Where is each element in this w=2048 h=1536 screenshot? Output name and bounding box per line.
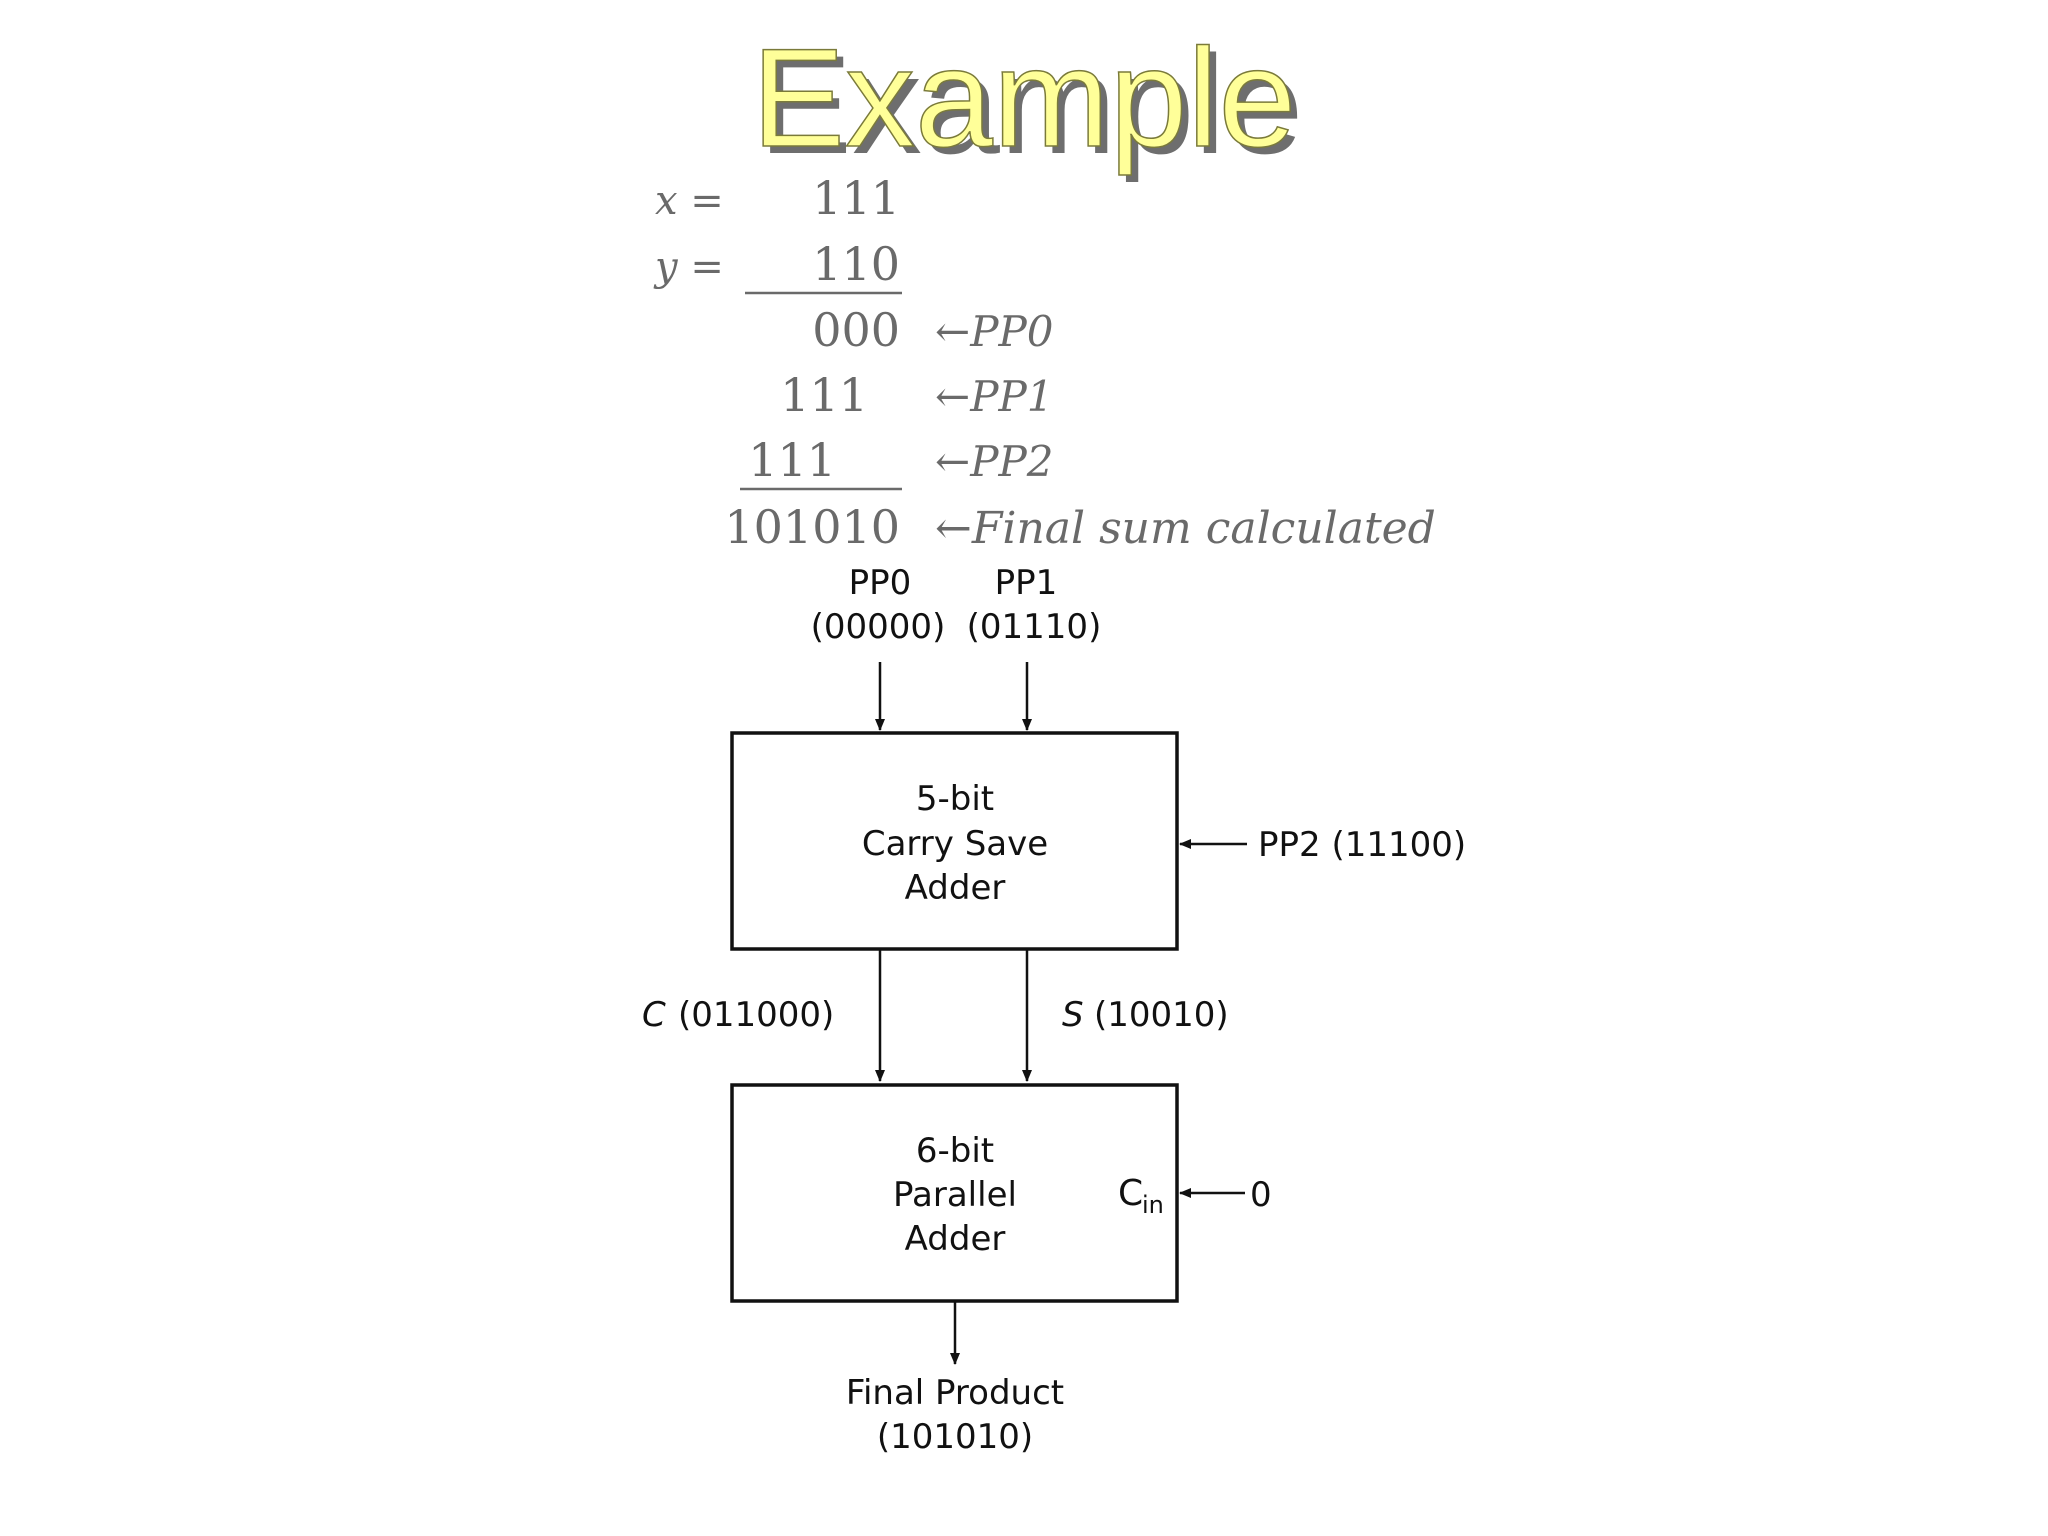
- final-product-value: (101010): [877, 1417, 1033, 1457]
- carry-in-symbol: C: [1118, 1173, 1143, 1214]
- csa-label-line1: 5-bit: [916, 779, 994, 819]
- pp2-annotation: ←PP2: [935, 437, 1053, 486]
- sum-symbol: S: [1062, 995, 1084, 1035]
- pp0-value: 000: [812, 303, 900, 357]
- csa-label-line2: Carry Save: [862, 824, 1048, 864]
- pp1-annotation: ←PP1: [935, 372, 1053, 421]
- y-value: 110: [812, 237, 900, 291]
- final-sum-value: 101010: [724, 500, 900, 554]
- pp1-value: 111: [780, 368, 868, 422]
- carry-save-adder-box: [730, 731, 1179, 951]
- sum-value: (10010): [1094, 995, 1229, 1035]
- final-product-label: Final Product: [846, 1373, 1064, 1413]
- carry-value: (011000): [678, 995, 834, 1035]
- pp2-input-label: PP2 (11100): [1258, 825, 1466, 865]
- long-multiplication: x = 111 y = 110 000 ←PP0 111 ←PP1 111 ←P…: [653, 171, 1436, 554]
- y-label: y =: [653, 244, 724, 290]
- pp0-annotation: ←PP0: [935, 307, 1053, 356]
- carry-symbol: C: [642, 995, 666, 1035]
- carry-in-value: 0: [1250, 1175, 1272, 1215]
- pa-label-line2: Parallel: [893, 1175, 1017, 1215]
- final-sum-annotation: ←Final sum calculated: [935, 503, 1436, 554]
- parallel-adder-box: [730, 1083, 1179, 1303]
- pp2-value: 111: [748, 433, 836, 487]
- pp0-input-label: PP0: [849, 563, 912, 603]
- slide-title: Example: [751, 19, 1297, 176]
- csa-label-line3: Adder: [905, 868, 1006, 908]
- adder-block-diagram: PP0 (00000) PP1 (01110) 5-bit Carry Save…: [642, 563, 1466, 1457]
- pa-label-line3: Adder: [905, 1219, 1006, 1259]
- x-label: x =: [655, 178, 724, 224]
- pp1-input-value: (01110): [967, 607, 1102, 647]
- x-value: 111: [812, 171, 900, 225]
- pp1-input-label: PP1: [995, 563, 1058, 603]
- carry-in-subscript: in: [1142, 1191, 1164, 1219]
- pa-label-line1: 6-bit: [916, 1131, 994, 1171]
- pp0-input-value: (00000): [811, 607, 946, 647]
